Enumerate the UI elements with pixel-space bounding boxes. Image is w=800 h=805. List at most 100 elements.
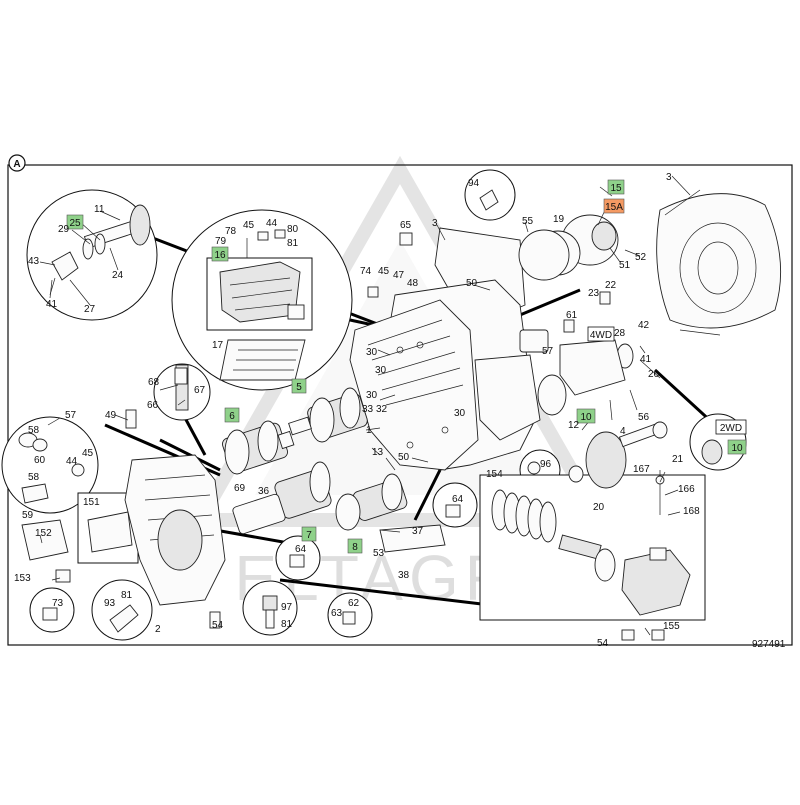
label-16: 16 (214, 250, 226, 261)
label-30a: 30 (366, 347, 378, 358)
label-19: 19 (553, 214, 565, 225)
label-25: 25 (69, 218, 81, 229)
housing-4wd (559, 339, 626, 396)
label-4wd: 4WD (590, 330, 612, 341)
label-167: 167 (633, 464, 650, 475)
label-2wd: 2WD (720, 423, 742, 434)
label-97: 97 (281, 602, 293, 613)
label-62: 62 (348, 598, 360, 609)
highlight-callouts (66, 179, 747, 554)
detail-circle-93 (91, 579, 153, 641)
label-55: 55 (522, 216, 534, 227)
label-154: 154 (486, 469, 503, 480)
bolt-54b (621, 629, 635, 641)
leader-lines (39, 175, 691, 636)
plug-153 (55, 569, 71, 583)
label-23: 23 (588, 288, 600, 299)
label-12: 12 (568, 420, 580, 431)
label-52: 52 (635, 252, 647, 263)
plug-74 (367, 286, 379, 298)
label-44a: 44 (266, 218, 278, 229)
label-79: 79 (215, 236, 227, 247)
label-81b: 81 (121, 590, 133, 601)
label-45a: 45 (243, 220, 255, 231)
label-65: 65 (400, 220, 412, 231)
drawing-number: 927491 (752, 639, 786, 650)
detail-circle-bearings (1, 416, 99, 514)
plug-61 (563, 319, 575, 333)
label-53: 53 (373, 548, 385, 559)
label-155: 155 (663, 621, 680, 632)
label-60: 60 (34, 455, 46, 466)
label-37: 37 (412, 526, 424, 537)
gasket-shape (87, 511, 133, 553)
gear-shaft-6 (222, 420, 295, 475)
label-61: 61 (566, 310, 578, 321)
label-15: 15 (610, 183, 622, 194)
label-3b: 3 (432, 218, 438, 229)
label-47: 47 (393, 270, 405, 281)
detail-circle-62 (327, 592, 373, 638)
label-73: 73 (52, 598, 64, 609)
detail-circle-plug-64b (432, 482, 478, 528)
label-56: 56 (638, 412, 650, 423)
detail-circle-plug-73 (29, 587, 75, 633)
label-74: 74 (360, 266, 372, 277)
label-20: 20 (593, 502, 605, 513)
gearbox-housing (349, 227, 541, 471)
plug-65 (399, 232, 413, 246)
gear-shaft-8 (335, 473, 408, 531)
label-63: 63 (331, 608, 343, 619)
label-96: 96 (540, 459, 552, 470)
detail-leader-line (519, 288, 581, 317)
label-36: 36 (258, 486, 270, 497)
label-50b: 50 (398, 452, 410, 463)
detail-circle-valve-block (171, 209, 353, 391)
detail-leader-line (413, 469, 442, 521)
label-30b: 30 (375, 365, 387, 376)
label-30d: 30 (454, 408, 466, 419)
label-93: 93 (104, 598, 116, 609)
clip-166 (655, 475, 665, 485)
gear-shaft-7 (232, 461, 332, 535)
seal-21 (652, 421, 668, 439)
label-10b: 10 (731, 443, 743, 454)
section-marker-label: A (13, 159, 20, 170)
label-32: 32 (376, 404, 388, 415)
label-81c: 81 (281, 619, 293, 630)
label-168: 168 (683, 506, 700, 517)
label-38: 38 (398, 570, 410, 581)
detail-leader-line (279, 578, 491, 607)
section-marker (8, 154, 26, 172)
detail-circle-97 (242, 580, 298, 636)
pin-54 (209, 611, 221, 629)
washer-20 (568, 465, 584, 483)
detail-circle-shaft (26, 189, 158, 321)
label-50a: 50 (466, 278, 478, 289)
part-labels: 15 15A 16 25 5 6 7 8 10 10 4WD 2WD 3 3 9… (14, 172, 743, 649)
label-17: 17 (212, 340, 224, 351)
label-21: 21 (672, 454, 684, 465)
label-68: 68 (148, 377, 160, 388)
plug-23 (599, 291, 611, 305)
label-44b: 44 (66, 456, 78, 467)
label-26: 26 (648, 369, 660, 380)
spring-assembly (491, 489, 691, 616)
label-15a: 15A (605, 202, 623, 213)
label-54b: 54 (597, 638, 609, 649)
rear-housing (124, 454, 226, 606)
label-57a: 57 (542, 346, 554, 357)
label-5: 5 (296, 382, 302, 393)
label-94: 94 (468, 178, 480, 189)
label-49: 49 (105, 410, 117, 421)
label-2: 2 (155, 624, 161, 635)
label-27: 27 (84, 304, 96, 315)
label-48: 48 (407, 278, 419, 289)
label-54a: 54 (212, 620, 224, 631)
label-1: 1 (366, 425, 372, 436)
label-66: 66 (147, 400, 159, 411)
gear-shaft-5 (288, 387, 368, 443)
label-152: 152 (35, 528, 52, 539)
